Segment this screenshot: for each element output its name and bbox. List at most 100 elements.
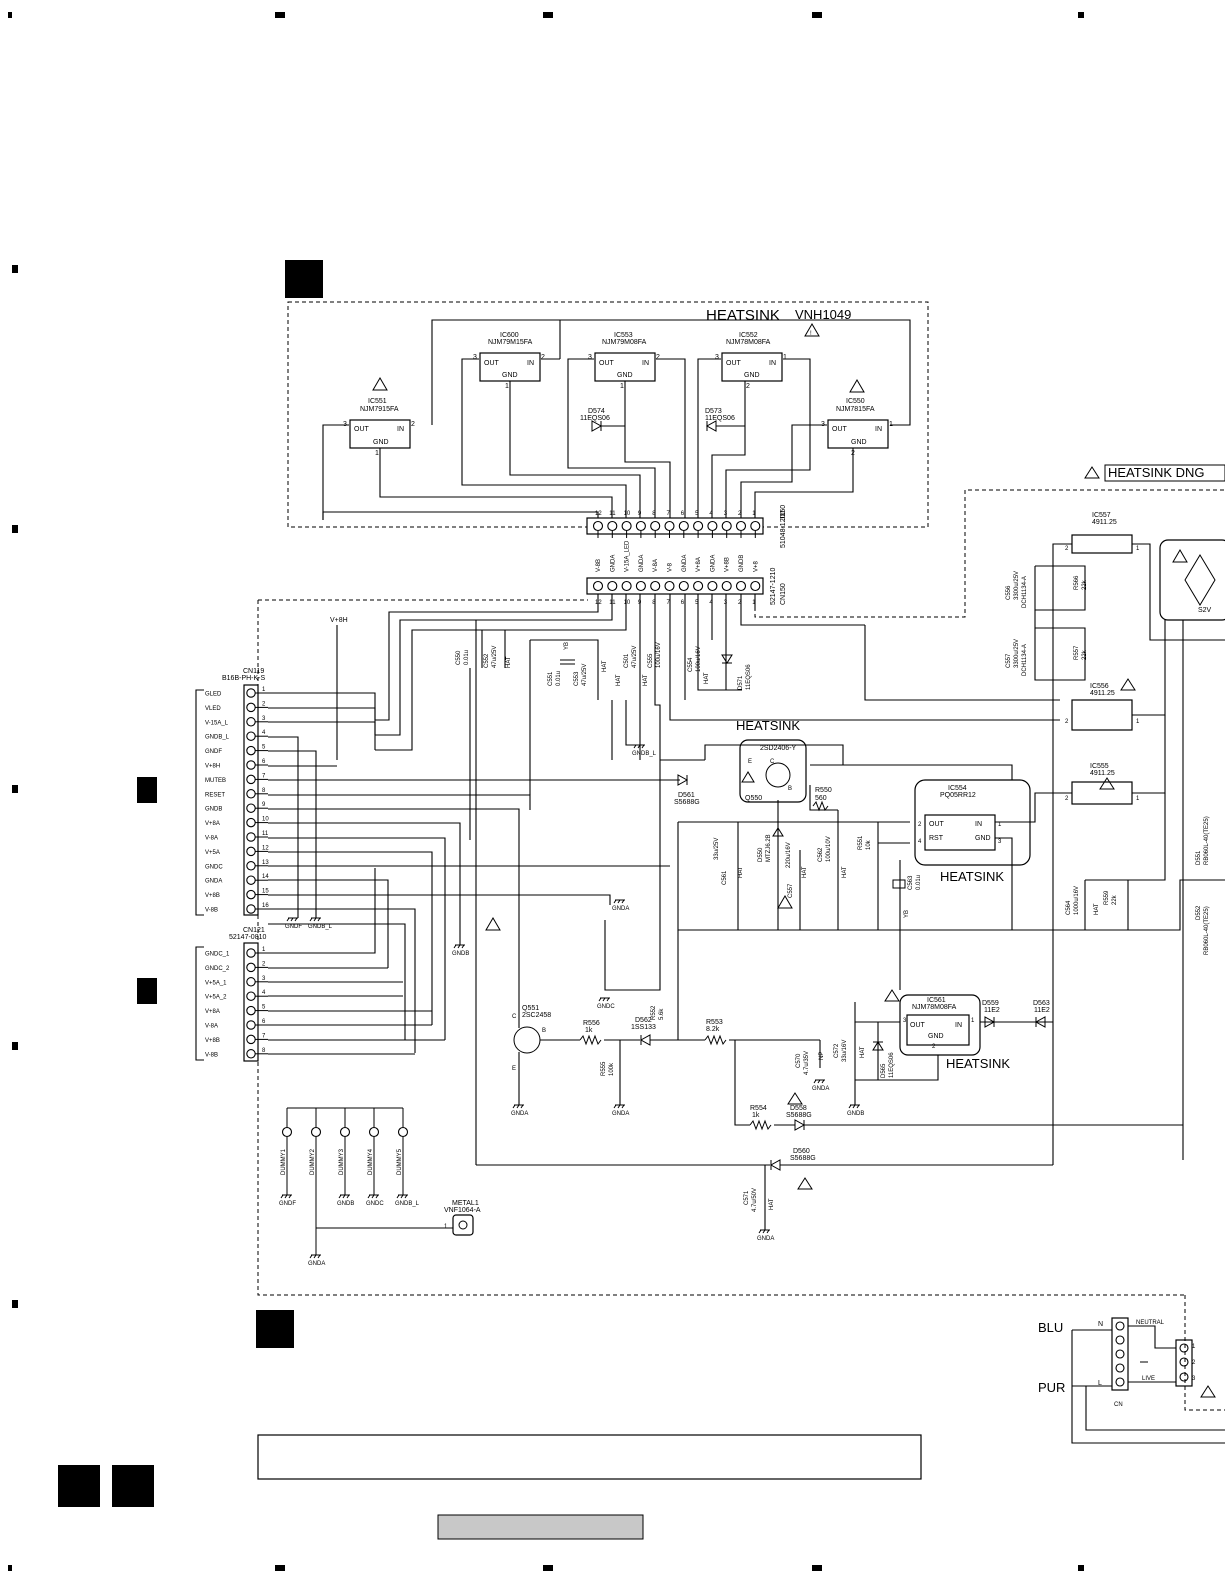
svg-text:2: 2	[932, 1044, 936, 1050]
svg-text:NJM7915FA: NJM7915FA	[360, 406, 399, 413]
svg-text:11E2: 11E2	[984, 1007, 1000, 1014]
cn150-pin-number: 4	[709, 600, 713, 606]
cn119-pin-number: 7	[262, 773, 266, 779]
heatsink-right-label: HEATSINK DNG	[1108, 465, 1205, 480]
svg-text:S2V: S2V	[1198, 607, 1212, 614]
svg-text:RB060L-40(TE25): RB060L-40(TE25)	[1204, 816, 1210, 865]
svg-text:NJM78M08FA: NJM78M08FA	[912, 1004, 957, 1011]
svg-text:GND: GND	[502, 372, 518, 379]
svg-text:11EQS06: 11EQS06	[746, 664, 752, 690]
ground-label: GNDB_L	[632, 751, 657, 757]
j150-pin-number: 2	[738, 511, 742, 517]
svg-text:100u/16V: 100u/16V	[696, 646, 702, 672]
cn119-pin-number: 8	[262, 788, 266, 794]
svg-text:D573: D573	[705, 408, 722, 415]
svg-text:1: 1	[1136, 719, 1140, 725]
cn150-pin	[707, 580, 718, 592]
svg-text:1000u/16V: 1000u/16V	[1074, 886, 1080, 915]
bias-network: R556 1k R555 100k D562 1SS133 R552 5.6k …	[579, 930, 820, 1126]
svg-text:2: 2	[1065, 546, 1069, 552]
svg-text:1: 1	[783, 354, 787, 361]
svg-text:IC551: IC551	[368, 398, 387, 405]
svg-text:D571: D571	[738, 675, 744, 690]
cn150-pin-number: 1	[752, 600, 756, 606]
cn119-net-label: V+8B	[205, 893, 220, 899]
svg-text:D559: D559	[982, 1000, 999, 1007]
cn121-net-label: V-8A	[205, 1024, 218, 1030]
svg-text:R559: R559	[1104, 890, 1110, 905]
dummy-pad	[397, 1126, 409, 1138]
metal-plate: METAL1 VNF1064-A 1	[316, 1200, 481, 1236]
svg-text:2: 2	[656, 354, 660, 361]
cn119-pin-number: 16	[262, 903, 269, 909]
dummy-label: DUMMY5	[397, 1148, 403, 1175]
ground-label: GNDB	[452, 951, 469, 957]
cn150-net-label: V+8	[753, 560, 759, 572]
bridge-rectifier: S2V	[1159, 539, 1225, 621]
cn150-net-label: V-8	[668, 562, 674, 572]
ground-label: GNDF	[285, 924, 302, 930]
heatsink-part: VNH1049	[795, 307, 851, 322]
regulator-ic554: IC554 PQ05RR12 OUT IN RST GND 2 1 4 3 HE…	[914, 779, 1072, 930]
svg-text:2: 2	[411, 421, 415, 428]
svg-text:3: 3	[903, 1018, 907, 1024]
svg-text:YB: YB	[564, 642, 570, 650]
dummy-pad	[310, 1126, 322, 1138]
cn119-pin	[246, 817, 256, 828]
j150-pin-number: 9	[638, 511, 642, 517]
svg-text:1: 1	[1136, 546, 1140, 552]
ground-label: GNDB_L	[395, 1201, 420, 1207]
svg-text:IC555: IC555	[1090, 763, 1109, 770]
svg-text:3: 3	[715, 354, 719, 361]
svg-text:100k: 100k	[609, 1062, 615, 1076]
svg-text:IC550: IC550	[846, 398, 865, 405]
cn121-pin	[246, 1005, 256, 1016]
svg-text:R553: R553	[706, 1019, 723, 1026]
svg-text:4911.25: 4911.25	[1090, 770, 1115, 777]
svg-text:IN: IN	[875, 426, 882, 433]
svg-text:R557: R557	[1074, 645, 1080, 660]
grid-marker-c	[137, 777, 157, 803]
svg-text:10k: 10k	[866, 839, 872, 850]
svg-text:B16B-PH-K-S: B16B-PH-K-S	[222, 675, 266, 682]
svg-text:GND: GND	[851, 439, 867, 446]
svg-text:3300u/25V: 3300u/25V	[1014, 571, 1020, 600]
svg-text:VNF1064-A: VNF1064-A	[444, 1207, 481, 1214]
svg-text:33u/25V: 33u/25V	[714, 838, 720, 860]
svg-text:2: 2	[746, 383, 750, 390]
svg-text:47u/25V: 47u/25V	[582, 664, 588, 686]
cn119-pin-number: 1	[262, 687, 266, 693]
svg-text:2: 2	[1065, 796, 1069, 802]
svg-text:3: 3	[1192, 1376, 1196, 1382]
cn150-net-label: GNDA	[682, 555, 688, 572]
j150-label: 51048-1200	[780, 511, 787, 548]
svg-text:C: C	[770, 759, 775, 765]
svg-text:CN121: CN121	[243, 927, 265, 934]
ic561-section: C570 4.7u/35V NP C572 33u/16V HAT D565 1…	[796, 989, 1053, 1105]
cn150-net-label: V-8A	[653, 559, 659, 572]
diode-d561: D561 S5688G	[674, 774, 700, 806]
j150-pin-number: 10	[624, 511, 631, 517]
svg-text:IC600: IC600	[500, 332, 519, 339]
j150-pin-number: 7	[667, 511, 671, 517]
svg-text:E: E	[748, 759, 752, 765]
svg-text:B: B	[788, 786, 792, 792]
j150-pin	[707, 520, 718, 532]
svg-text:HAT: HAT	[602, 660, 608, 672]
svg-text:OUT: OUT	[832, 426, 848, 433]
cn119-pin	[246, 875, 256, 885]
svg-text:GND: GND	[617, 372, 633, 379]
svg-text:33u/16V: 33u/16V	[842, 1040, 848, 1062]
j150-pin	[678, 520, 689, 532]
cn121-pin-number: 3	[262, 976, 266, 982]
svg-text:IC553: IC553	[614, 332, 633, 339]
caps-block: C550 0.01u C552 47u/25V HAT C551 0.01u Y…	[456, 630, 752, 840]
svg-text:D561: D561	[678, 792, 695, 799]
cn150-label: 52147-1210	[770, 568, 777, 605]
svg-text:2: 2	[1192, 1360, 1196, 1366]
ground-label: GNDA	[812, 1086, 829, 1092]
svg-text:0.01u: 0.01u	[556, 671, 562, 686]
fuse-ic555: IC555 4911.25 2 1	[1065, 715, 1166, 805]
svg-text:D551: D551	[1196, 850, 1202, 865]
